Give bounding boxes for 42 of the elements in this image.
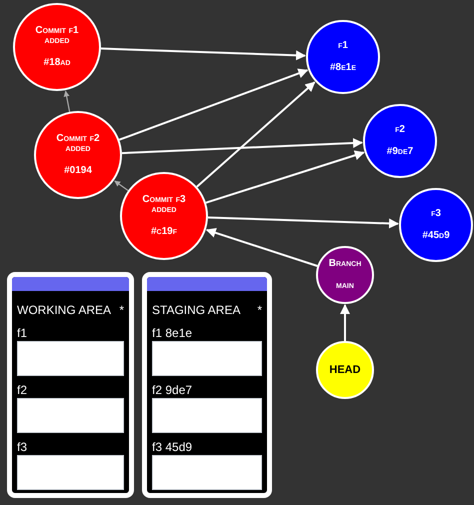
arrow — [122, 138, 364, 154]
text-area — [152, 455, 262, 490]
field-label: f3 45d9 — [152, 439, 194, 455]
panel-title: WORKING AREA — [17, 302, 112, 319]
arrow — [118, 68, 308, 141]
field-label: f2 9de7 — [152, 382, 194, 398]
node-title: Commit f2 added — [55, 134, 101, 154]
arrow — [206, 150, 365, 204]
field-label: f1 — [17, 325, 28, 341]
field-label: f2 — [17, 382, 28, 398]
node-title: Commit f3 added — [141, 195, 187, 215]
field-label: f1 8e1e — [152, 325, 194, 341]
asterisk: * — [257, 302, 262, 319]
node-subtitle: main — [335, 281, 355, 291]
node-title: f2 — [394, 125, 406, 135]
area-panel — [142, 272, 272, 498]
text-area — [152, 398, 262, 433]
node-subtitle: #45d9 — [421, 231, 451, 241]
node-title: f3 — [430, 209, 442, 219]
node-title: f1 — [337, 41, 349, 51]
text-area — [17, 455, 124, 490]
node-subtitle: #9de7 — [386, 147, 414, 157]
arrow — [114, 180, 128, 192]
arrow — [196, 81, 316, 188]
node-subtitle: #c19f — [150, 227, 178, 237]
panel-title: STAGING AREA — [152, 302, 240, 319]
text-area — [17, 341, 124, 376]
node-subtitle: #18ad — [42, 58, 72, 68]
arrow — [208, 216, 400, 228]
node-title: Branch — [328, 259, 362, 269]
field-label: f3 — [17, 439, 28, 455]
arrow — [64, 90, 70, 112]
text-area — [152, 341, 262, 376]
node-title: HEAD — [328, 364, 362, 376]
node-subtitle: #8e1e — [328, 63, 358, 73]
arrow — [100, 48, 306, 60]
area-panel — [7, 272, 134, 498]
asterisk: * — [119, 302, 124, 319]
node-subtitle: #0194 — [63, 166, 93, 176]
text-area — [17, 398, 124, 433]
node-title: Commit f1 added — [34, 26, 80, 46]
arrow — [340, 304, 350, 341]
